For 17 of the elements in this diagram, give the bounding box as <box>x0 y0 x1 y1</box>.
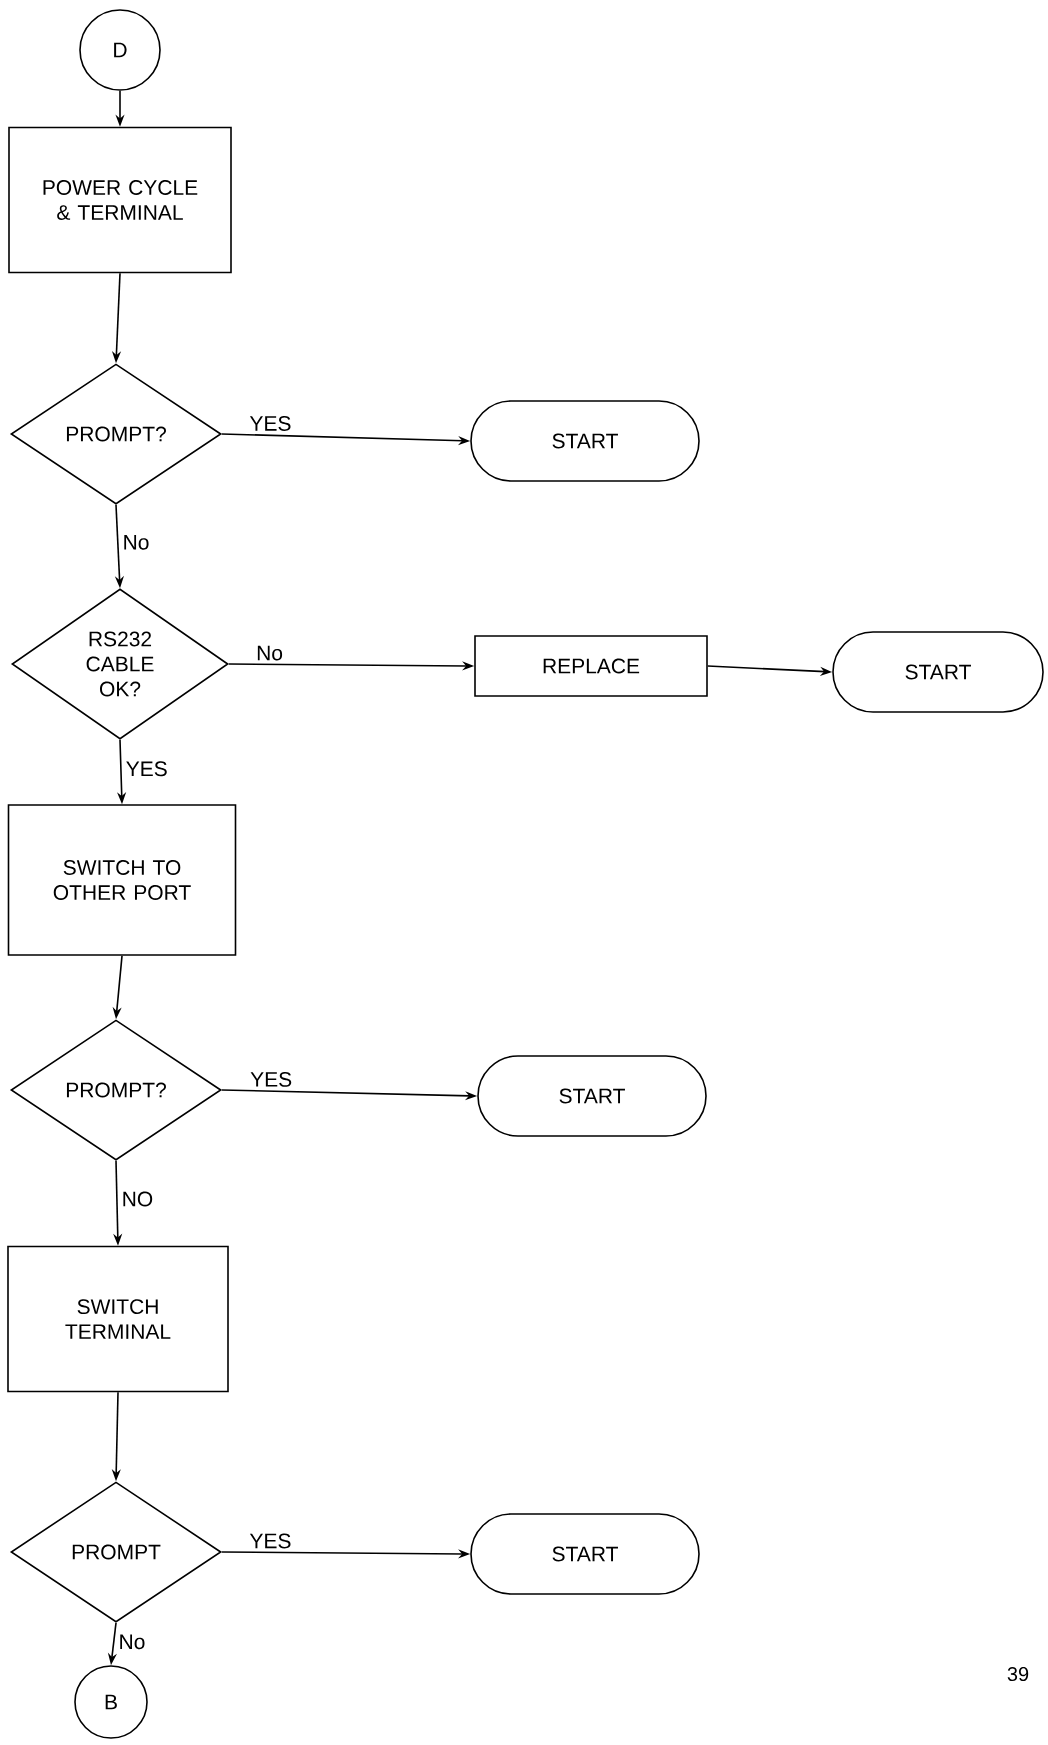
terminal-box: START <box>477 1055 707 1137</box>
edge-label: No <box>116 1632 148 1652</box>
process-box: SWITCH TO OTHER PORT <box>7 804 237 956</box>
edge-label: No <box>254 643 285 663</box>
terminal-box: START <box>832 631 1044 713</box>
edge-label: NO <box>119 1189 156 1209</box>
edge-label: No <box>120 533 152 552</box>
terminal-box: START <box>470 1513 700 1595</box>
process-box: SWITCH TERMINAL <box>7 1245 229 1393</box>
process-box: REPLACE <box>474 635 708 697</box>
edge-label: YES <box>248 1069 295 1089</box>
process-box: POWER CYCLE & TERMINAL <box>8 126 232 274</box>
edge-label: YES <box>123 759 170 779</box>
terminal-box: START <box>470 400 700 482</box>
edge-label: YES <box>247 1531 294 1551</box>
edge-label: YES <box>247 414 294 433</box>
page-number: 39 <box>1007 1666 1029 1682</box>
